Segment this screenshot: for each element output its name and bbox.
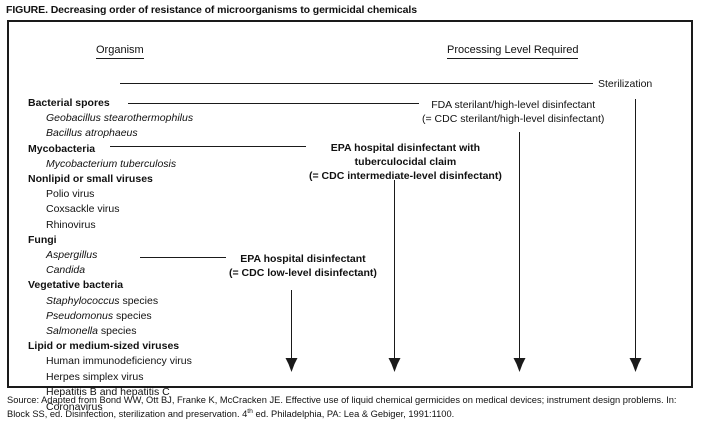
list-item: Bacterial spores (28, 97, 110, 109)
processing-label-line: Sterilization (598, 78, 653, 90)
list-item: Lipid or medium-sized viruses (28, 340, 180, 353)
list-item: Rhinovirus (46, 218, 96, 231)
processing-label-fda-sterilant: FDA sterilant/high-level disinfectant (=… (422, 98, 604, 126)
genus-name: Pseudomonus (46, 309, 114, 322)
list-item: Fungi (28, 233, 57, 246)
figure-caption: FIGURE. Decreasing order of resistance o… (6, 4, 417, 16)
processing-label-line: EPA hospital disinfectant (240, 253, 366, 265)
figure-panel (7, 20, 693, 388)
list-item: Mycobacterium tuberculosis (46, 157, 177, 170)
list-item: Salmonella species (28, 324, 288, 339)
organism-list: Bacterial spores Geobacillus stearotherm… (28, 96, 288, 415)
list-item: Herpes simplex virus (46, 370, 144, 383)
list-item: Geobacillus stearothermophilus (46, 112, 194, 125)
processing-label-line: (= CDC sterilant/high-level disinfectant… (422, 113, 605, 125)
list-item: Coxsackle virus (46, 203, 120, 216)
column-heading-organism: Organism (96, 44, 144, 59)
processing-label-line: (= CDC intermediate-level disinfectant) (309, 170, 502, 182)
list-item: Coronavirus (46, 401, 103, 414)
list-item: Vegetative bacteria (28, 279, 124, 292)
processing-label-epa-low: EPA hospital disinfectant (= CDC low-lev… (229, 252, 377, 280)
genus-name: Staphylococcus (46, 294, 120, 307)
edition-superscript: th (247, 408, 253, 416)
list-item: Candida (46, 264, 86, 277)
list-item: Pseudomonus species (28, 309, 288, 324)
source-line-2a: problems. In: Block SS, ed. Disinfection… (7, 395, 677, 420)
source-note: Source: Adapted from Bond WW, Ott BJ, Fr… (7, 394, 701, 421)
species-suffix: species (97, 325, 137, 338)
list-item: Polio virus (46, 188, 95, 201)
processing-label-line: (= CDC low-level disinfectant) (229, 267, 377, 279)
list-item: Nonlipid or small viruses (28, 173, 153, 186)
list-item: Human immunodeficiency virus (46, 355, 192, 368)
list-item: Hepatitis B and hepatitis C (46, 385, 170, 398)
species-suffix: species (113, 309, 152, 322)
source-line-2b: ed. Philadelphia, PA: Lea & Gebiger, 199… (252, 409, 455, 420)
list-item: Staphylococcus species (28, 294, 288, 309)
source-line-1: Source: Adapted from Bond WW, Ott BJ, Fr… (7, 395, 621, 405)
processing-label-line: FDA sterilant/high-level disinfectant (431, 99, 596, 111)
column-heading-processing-level: Processing Level Required (447, 44, 579, 59)
processing-label-line: tuberculocidal claim (354, 156, 457, 168)
processing-label-epa-intermediate: EPA hospital disinfectant with tuberculo… (309, 141, 502, 183)
list-item: Mycobacteria (28, 142, 96, 155)
processing-label-line: EPA hospital disinfectant with (330, 142, 481, 154)
processing-label-sterilization: Sterilization (598, 77, 652, 91)
species-suffix: species (119, 294, 159, 307)
genus-name: Salmonella (46, 325, 98, 338)
list-item: Aspergillus (46, 249, 98, 262)
list-item: Bacillus atrophaeus (46, 127, 138, 140)
